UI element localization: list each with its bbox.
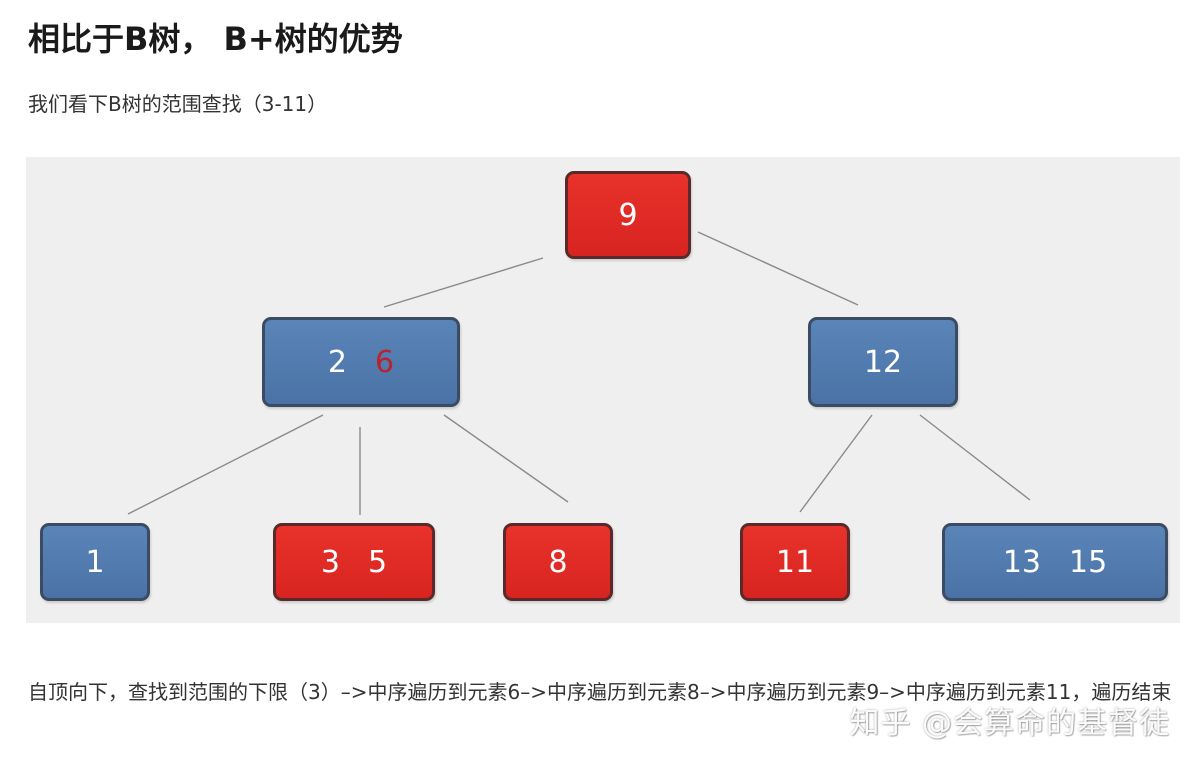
tree-edges bbox=[127, 231, 1031, 515]
node-key: 1 bbox=[85, 544, 105, 580]
node-key: 9 bbox=[618, 197, 638, 233]
tree-leaf-11: 11 bbox=[740, 523, 850, 601]
tree-leaf-3-5: 3 5 bbox=[273, 523, 435, 601]
tree-leaf-8: 8 bbox=[503, 523, 613, 601]
node-key: 3 bbox=[320, 544, 340, 580]
tree-node-root: 9 bbox=[565, 171, 691, 259]
node-key: 2 bbox=[327, 344, 347, 380]
btree-diagram: 9 2 6 12 1 3 5 8 11 13 15 bbox=[26, 157, 1180, 623]
tree-leaf-13-15: 13 15 bbox=[942, 523, 1168, 601]
tree-leaf-1: 1 bbox=[40, 523, 150, 601]
node-key: 15 bbox=[1069, 544, 1108, 580]
node-key: 12 bbox=[863, 344, 903, 380]
intro-text: 我们看下B树的范围查找（3-11） bbox=[28, 92, 328, 116]
zhihu-watermark: 知乎 @会算命的基督徒 bbox=[849, 706, 1170, 741]
edge-root-left bbox=[383, 257, 544, 308]
node-key: 13 bbox=[1002, 544, 1041, 580]
tree-node-left: 2 6 bbox=[262, 317, 460, 407]
node-key: 8 bbox=[548, 544, 568, 580]
edge-right-leaf-1315 bbox=[919, 414, 1031, 501]
traversal-explanation: 自顶向下，查找到范围的下限（3）–>中序遍历到元素6–>中序遍历到元素8–>中序… bbox=[28, 680, 1172, 704]
node-key: 5 bbox=[368, 544, 388, 580]
tree-node-right: 12 bbox=[808, 317, 958, 407]
edge-root-right bbox=[697, 231, 859, 306]
edge-left-leaf-1 bbox=[127, 414, 324, 515]
edge-left-leaf-8 bbox=[443, 414, 569, 503]
edge-right-leaf-11 bbox=[799, 414, 873, 513]
page-title: 相比于B树， B+树的优势 bbox=[28, 20, 403, 58]
node-key-highlighted: 6 bbox=[375, 344, 395, 380]
node-key: 11 bbox=[775, 544, 815, 580]
